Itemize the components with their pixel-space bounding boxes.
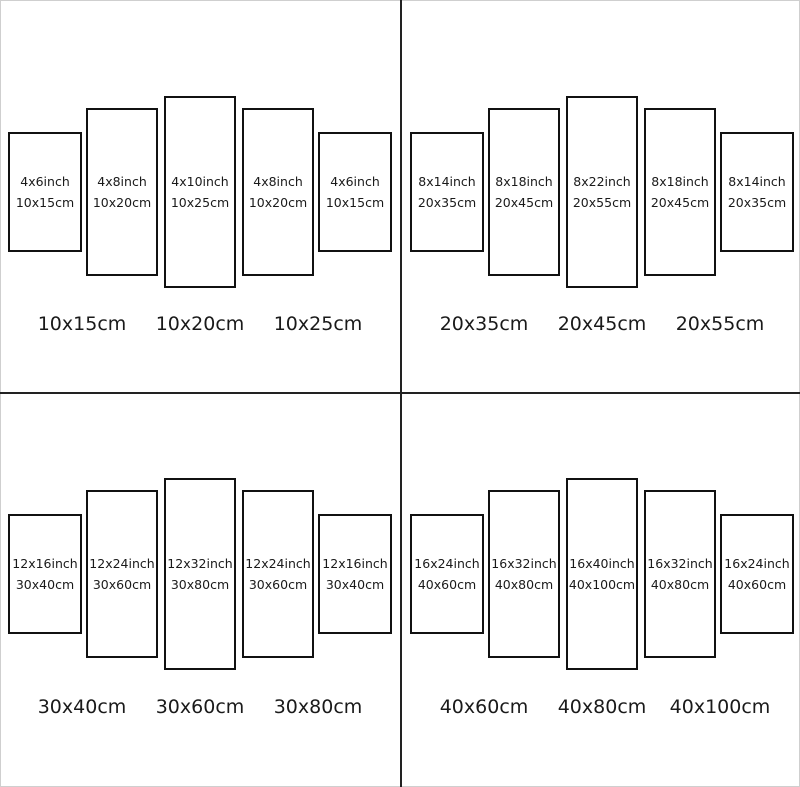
panel-inch: 16x24inch [414, 556, 480, 571]
panel-inch: 4x8inch [97, 174, 147, 189]
panel-inch: 12x24inch [89, 556, 155, 571]
panel-5: 8x14inch 20x35cm [720, 132, 794, 252]
size-label-1: 30x40cm [37, 696, 127, 718]
panel-3: 8x22inch 20x55cm [566, 96, 638, 288]
panel-inch: 12x16inch [322, 556, 388, 571]
panel-inch: 8x14inch [728, 174, 786, 189]
panel-inch: 4x6inch [20, 174, 70, 189]
panel-cm: 30x40cm [15, 577, 75, 592]
panel-inch: 8x22inch [573, 174, 631, 189]
panel-cm: 40x60cm [727, 577, 787, 592]
panel-inch: 8x18inch [651, 174, 709, 189]
panel-5: 16x24inch 40x60cm [720, 514, 794, 634]
panel-1: 8x14inch 20x35cm [410, 132, 484, 252]
size-label-2: 10x20cm [155, 313, 245, 335]
panel-4: 12x24inch 30x60cm [242, 490, 314, 658]
panel-inch: 4x8inch [253, 174, 303, 189]
size-label-1: 10x15cm [37, 313, 127, 335]
panel-cm: 40x60cm [417, 577, 477, 592]
panel-cm: 10x15cm [15, 195, 75, 210]
panel-4: 16x32inch 40x80cm [644, 490, 716, 658]
panel-inch: 16x24inch [724, 556, 790, 571]
panel-2: 16x32inch 40x80cm [488, 490, 560, 658]
panel-cm: 10x20cm [92, 195, 152, 210]
panel-2: 12x24inch 30x60cm [86, 490, 158, 658]
quadrant-4: 16x24inch 40x60cm 16x32inch 40x80cm 16x40i… [402, 394, 800, 787]
panel-cm: 30x60cm [92, 577, 152, 592]
panel-cm: 10x25cm [170, 195, 230, 210]
panel-inch: 8x18inch [495, 174, 553, 189]
panel-3: 12x32inch 30x80cm [164, 478, 236, 670]
panel-2: 8x18inch 20x45cm [488, 108, 560, 276]
panel-inch: 12x32inch [167, 556, 233, 571]
panel-inch: 4x10inch [171, 174, 229, 189]
size-label-3: 20x55cm [675, 313, 765, 335]
panel-cm: 20x55cm [572, 195, 632, 210]
panel-3: 16x40inch 40x100cm [566, 478, 638, 670]
size-label-3: 10x25cm [273, 313, 363, 335]
panel-inch: 4x6inch [330, 174, 380, 189]
size-label-2: 40x80cm [557, 696, 647, 718]
panel-cm: 40x80cm [494, 577, 554, 592]
size-label-2: 20x45cm [557, 313, 647, 335]
panel-4: 4x8inch 10x20cm [242, 108, 314, 276]
panel-cm: 10x15cm [325, 195, 385, 210]
panel-inch: 8x14inch [418, 174, 476, 189]
horizontal-divider [0, 392, 800, 394]
panel-cm: 20x45cm [650, 195, 710, 210]
panel-cm: 30x40cm [325, 577, 385, 592]
panel-cm: 20x45cm [494, 195, 554, 210]
quadrant-1: 4x6inch 10x15cm 4x8inch 10x20cm 4x10inch 10… [0, 0, 400, 393]
panel-5: 12x16inch 30x40cm [318, 514, 392, 634]
panel-inch: 12x24inch [245, 556, 311, 571]
panel-cm: 20x35cm [727, 195, 787, 210]
size-label-2: 30x60cm [155, 696, 245, 718]
panel-1: 12x16inch 30x40cm [8, 514, 82, 634]
panel-cm: 40x80cm [650, 577, 710, 592]
panel-cm: 30x60cm [248, 577, 308, 592]
panel-4: 8x18inch 20x45cm [644, 108, 716, 276]
quadrant-3: 12x16inch 30x40cm 12x24inch 30x60cm 12x32i… [0, 394, 400, 787]
panel-1: 4x6inch 10x15cm [8, 132, 82, 252]
panel-3: 4x10inch 10x25cm [164, 96, 236, 288]
size-label-1: 40x60cm [439, 696, 529, 718]
panel-cm: 40x100cm [568, 577, 636, 592]
panel-cm: 20x35cm [417, 195, 477, 210]
size-label-1: 20x35cm [439, 313, 529, 335]
panel-inch: 16x32inch [647, 556, 713, 571]
panel-inch: 12x16inch [12, 556, 78, 571]
size-label-3: 40x100cm [669, 696, 771, 718]
panel-inch: 16x40inch [569, 556, 635, 571]
panel-2: 4x8inch 10x20cm [86, 108, 158, 276]
size-label-3: 30x80cm [273, 696, 363, 718]
panel-5: 4x6inch 10x15cm [318, 132, 392, 252]
panel-cm: 30x80cm [170, 577, 230, 592]
quadrant-2: 8x14inch 20x35cm 8x18inch 20x45cm 8x22inch… [402, 0, 800, 393]
panel-cm: 10x20cm [248, 195, 308, 210]
panel-1: 16x24inch 40x60cm [410, 514, 484, 634]
panel-inch: 16x32inch [491, 556, 557, 571]
